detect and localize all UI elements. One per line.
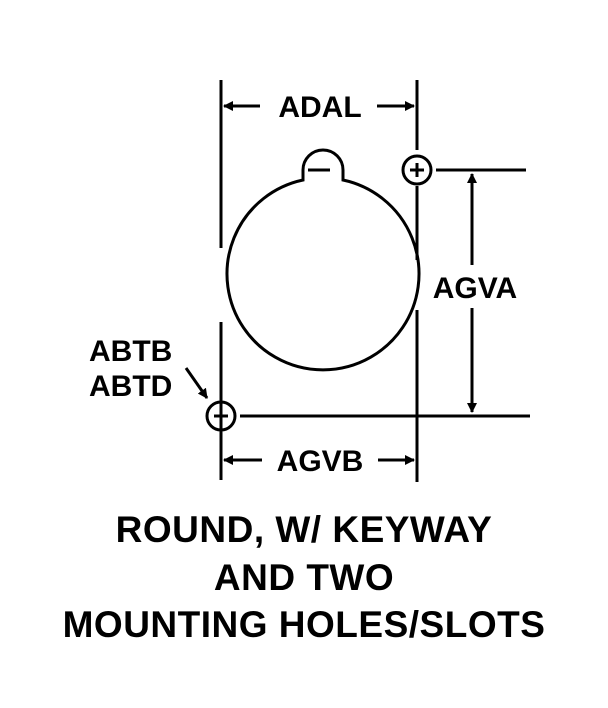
hole-label-1: ABTB <box>89 335 172 368</box>
caption-line-2: AND TWO <box>213 557 395 598</box>
mounting-hole-top-right <box>401 154 433 186</box>
dimension-arrows <box>184 101 477 465</box>
right-height-label: AGVA <box>433 272 517 305</box>
hole-label-2: ABTD <box>89 370 172 403</box>
extension-lines <box>219 80 530 482</box>
top-width-label: ADAL <box>278 91 361 124</box>
bottom-width-label: AGVB <box>277 445 364 478</box>
hole-leader-arrow <box>184 367 209 399</box>
connector-outline <box>225 148 421 372</box>
mounting-hole-bottom-left <box>205 400 237 432</box>
caption-line-1: ROUND, W/ KEYWAY <box>115 509 493 550</box>
caption-line-3: MOUNTING HOLES/SLOTS <box>62 604 546 645</box>
